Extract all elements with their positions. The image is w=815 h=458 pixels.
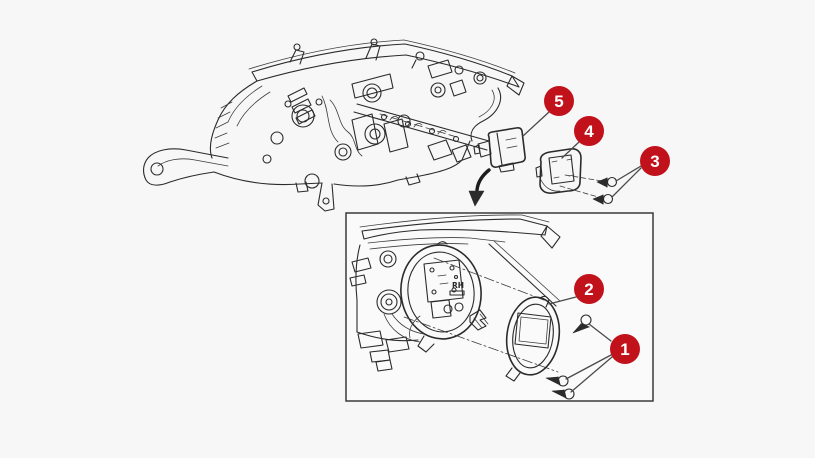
screw [551,388,575,400]
detail-arrow-icon [468,168,491,207]
rh-marking-label: RH [452,281,464,290]
lamp-body-outline [209,80,471,187]
callout-2-number: 2 [584,280,593,299]
callout-4[interactable]: 4 [574,116,604,146]
screw [545,375,569,387]
callout-3-number: 3 [650,152,659,171]
bulb-access-opening [400,241,482,353]
headlamp-bulb-part [535,148,603,198]
detail-view-box [345,212,654,402]
lamp-top-hatched-band [248,39,525,96]
rh-marking: RH [449,274,465,296]
callout-leader-lines [522,111,642,393]
callout-2-badge[interactable] [574,274,604,304]
callout-2[interactable]: 2 [574,274,604,304]
callout-4-badge[interactable] [574,116,604,146]
callout-5-number: 5 [554,92,563,111]
bulb-retainer-screws [592,176,618,205]
headlamp-rear-detail-drawing: RH [349,214,561,373]
screw [596,176,618,188]
screw [572,314,592,334]
callout-1[interactable]: 1 [610,334,640,364]
lamp-body-details [262,38,502,189]
harness-connector-part [473,127,526,173]
detail-sockets [376,250,425,343]
lamp-mount-bracket [143,148,229,186]
headlamp-assembly-drawing [143,38,525,212]
callout-1-number: 1 [620,340,629,359]
harness-rail [353,103,490,151]
callout-5[interactable]: 5 [544,86,574,116]
callout-5-badge[interactable] [544,86,574,116]
cover-screws [545,314,592,400]
detail-top-hatched-band [359,214,561,250]
screw [592,193,614,205]
bulb-access-cover-part [505,295,561,382]
callout-3-badge[interactable] [640,146,670,176]
callout-4-number: 4 [584,122,594,141]
callout-1-badge[interactable] [610,334,640,364]
alignment-lines [403,257,559,373]
callout-3[interactable]: 3 [640,146,670,176]
